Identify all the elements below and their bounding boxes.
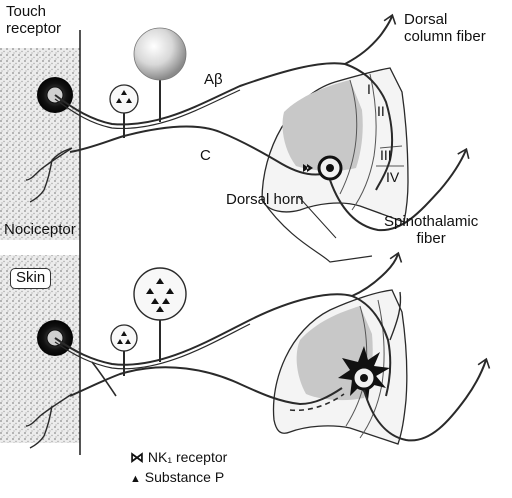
a-beta-cell-body [134,28,186,80]
legend-substance-p: ▲ Substance P [130,470,224,486]
dorsal-column-fiber-label: Dorsal column fiber [404,12,486,46]
lamina-iv-label: IV [386,170,399,186]
dorsal-horn-shaded-top [283,80,363,171]
substance-p-legend-icon: ▲ [130,473,141,485]
dorsal-column-fiber [345,16,392,64]
spinothalamic-fiber-label: Spinothalamic fiber [384,214,478,248]
touch-receptor-label: Touch receptor [6,4,61,38]
c-fiber-label: C [200,148,211,165]
nk1-legend-icon: ⋈ [130,449,144,465]
substance-p-legend-text: Substance P [145,469,224,485]
nk1-legend-text: NK₁ receptor [148,449,227,465]
lamina-i-label: I [367,82,371,98]
skin-label: Skin [10,268,51,289]
lamina-ii-label: II [377,104,385,120]
nociceptor-label: Nociceptor [4,222,76,239]
c-fiber-cell-body-bottom [111,325,137,351]
c-fiber-cell-body [110,85,138,113]
a-beta-label: Aβ [204,72,223,89]
a-beta-cell-body-bottom [134,268,186,320]
dorsal-horn-label: Dorsal horn [226,192,304,209]
lamina-iii-label: III [380,148,392,164]
legend-nk1: ⋈ NK₁ receptor [130,450,227,466]
skin-region-top [0,48,80,240]
sprouting-collateral [92,362,116,396]
